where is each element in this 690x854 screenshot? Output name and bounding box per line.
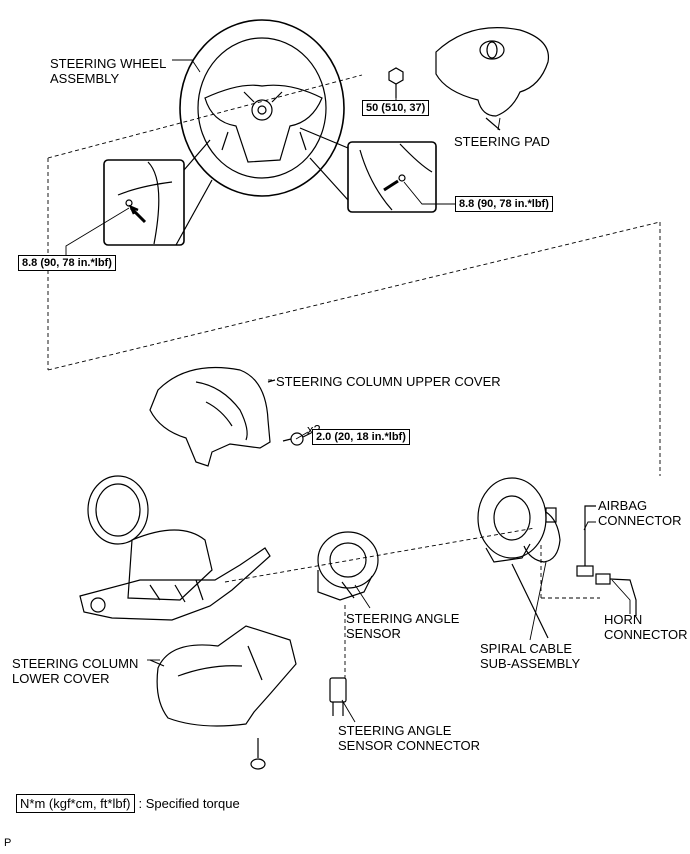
steering-pad-drawing [435,27,550,131]
angle-connector-label-line2: SENSOR CONNECTOR [338,738,481,753]
lower-screw-drawing [250,738,266,770]
spiral-cable-label-line1: SPIRAL CABLE [480,641,573,656]
torque-nut-pad: 50 (510, 37) [362,100,430,116]
spiral-cable-drawing [477,477,561,639]
spiral-cable-label: SPIRAL CABLE SUB-ASSEMBLY [480,641,580,671]
upper-cover-drawing [149,366,276,467]
airbag-connector-label-line1: AIRBAG [598,498,648,513]
airbag-connector-label-line2: CONNECTOR [598,513,682,528]
steering-wheel-drawing [179,19,345,197]
torque-screw-right: 8.8 (90, 78 in.*lbf) [455,196,553,212]
angle-sensor-drawing [317,531,379,601]
horn-connector-label-line2: CONNECTOR [604,627,688,642]
airbag-connector-drawing [576,505,596,577]
leader-lines [65,59,631,723]
steering-wheel-label: STEERING WHEEL ASSEMBLY [50,56,166,86]
lower-cover-label-line1: STEERING COLUMN [12,656,139,671]
spiral-cable-label-line2: SUB-ASSEMBLY [480,656,581,671]
angle-connector-label: STEERING ANGLE SENSOR CONNECTOR [338,723,480,753]
torque-legend-box: N*m (kgf*cm, ft*lbf) [16,794,135,813]
lower-cover-label-line2: LOWER COVER [12,671,110,686]
torque-legend-text: : Specified torque [138,796,240,811]
upper-cover-label: STEERING COLUMN UPPER COVER [276,374,501,389]
steering-wheel-label-line1: STEERING WHEEL [50,56,167,71]
angle-sensor-connector-drawing [329,677,347,716]
torque-screw-left: 8.8 (90, 78 in.*lbf) [18,255,116,271]
lower-cover-drawing [149,625,297,727]
horn-connector-label-line1: HORN [604,612,643,627]
steering-wheel-label-line2: ASSEMBLY [50,71,120,86]
angle-sensor-label-line2: SENSOR [346,626,401,641]
angle-sensor-label-line1: STEERING ANGLE [346,611,460,626]
lower-cover-label: STEERING COLUMN LOWER COVER [12,656,138,686]
horn-connector-label: HORN CONNECTOR [604,612,688,642]
steering-pad-label: STEERING PAD [454,134,550,149]
torque-cover-screw: 2.0 (20, 18 in.*lbf) [312,429,410,445]
left-inset-drawing [103,139,213,246]
horn-connector-drawing [595,573,637,616]
airbag-connector-label: AIRBAG CONNECTOR [598,498,682,528]
right-inset-drawing [299,127,437,213]
corner-code: P [4,837,12,849]
column-assembly-drawing [79,475,271,621]
angle-sensor-label: STEERING ANGLE SENSOR [346,611,459,641]
cover-screw-drawing [282,432,312,446]
angle-connector-label-line1: STEERING ANGLE [338,723,452,738]
torque-legend: N*m (kgf*cm, ft*lbf) : Specified torque [16,794,240,813]
